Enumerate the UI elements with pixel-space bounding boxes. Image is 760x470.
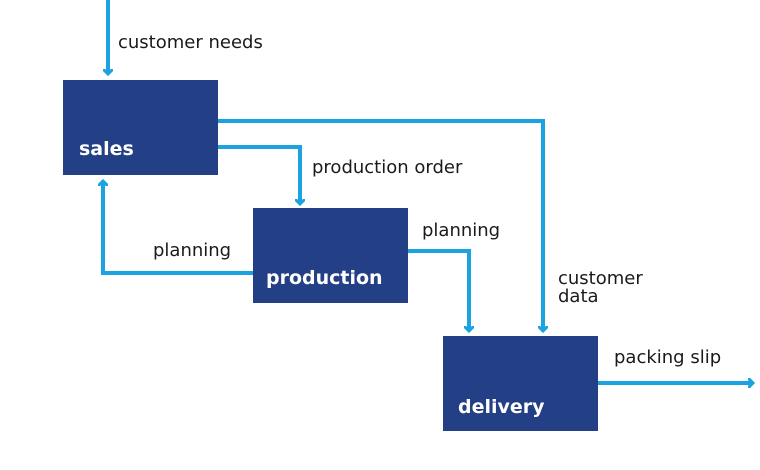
label-planning-to-delivery: planning bbox=[422, 220, 501, 241]
production-box: production bbox=[253, 208, 408, 303]
label-packing-slip: packing slip bbox=[614, 347, 722, 368]
arrow-planning-to-delivery bbox=[408, 249, 469, 331]
label-customer-needs: customer needs bbox=[118, 32, 263, 53]
production-label: production bbox=[266, 267, 383, 289]
arrow-planning-to-sales bbox=[103, 181, 253, 275]
delivery-label: delivery bbox=[458, 396, 545, 418]
label-planning-to-sales: planning bbox=[153, 240, 232, 261]
sales-box: sales bbox=[63, 80, 218, 175]
delivery-box: delivery bbox=[443, 336, 598, 431]
label-customer-data-line2: data bbox=[558, 286, 599, 307]
label-customer-data-line1: customer bbox=[558, 268, 643, 289]
label-production-order: production order bbox=[312, 157, 463, 178]
sales-label: sales bbox=[79, 138, 134, 160]
arrow-production-order bbox=[218, 145, 300, 204]
arrow-customer-data bbox=[218, 119, 543, 331]
